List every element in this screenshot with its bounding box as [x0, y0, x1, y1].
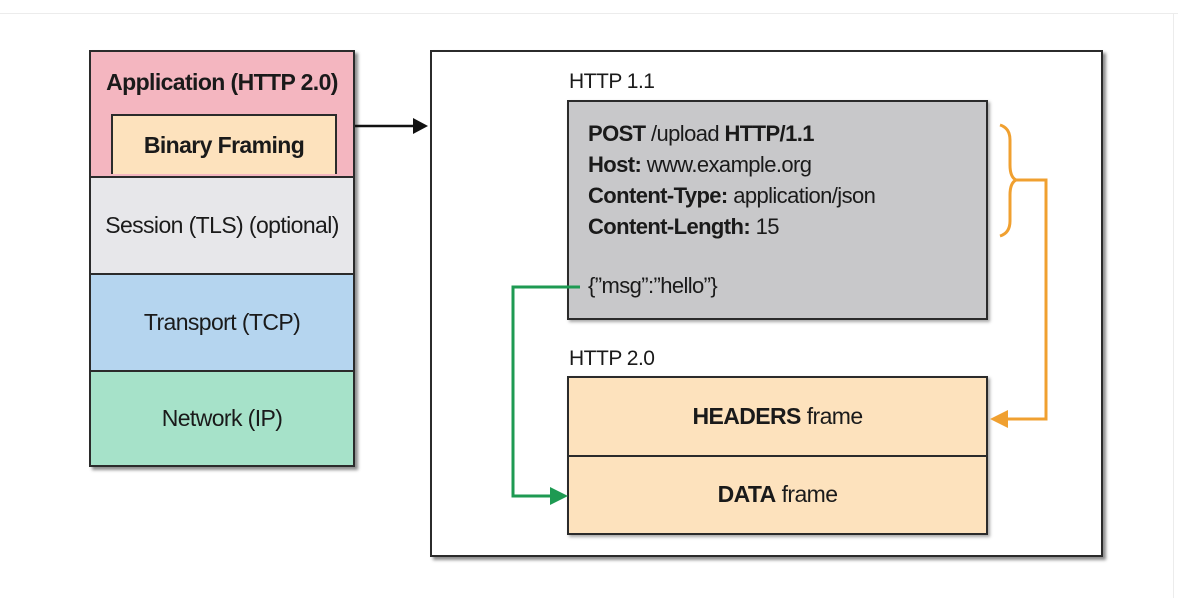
http11-request-box: POST /upload HTTP/1.1 Host: www.example.… [567, 100, 988, 320]
binary-framing-label: Binary Framing [143, 131, 305, 158]
header-line: Host: www.example.org [588, 152, 812, 178]
header-name: Content-Type: [588, 183, 728, 208]
header-value: application/json [733, 183, 876, 208]
headers-frame-suffix: frame [806, 402, 863, 429]
stack-to-panel-arrow [355, 118, 428, 134]
top-divider [0, 13, 1178, 14]
http2-label: HTTP 2.0 [569, 347, 655, 370]
layer-transport: Transport (TCP) [91, 273, 353, 370]
headers-frame-type: HEADERS [692, 402, 801, 429]
header-name: Content-Length: [588, 214, 751, 239]
header-value: www.example.org [646, 152, 812, 177]
layer-network: Network (IP) [91, 370, 353, 465]
request-method: POST [588, 121, 646, 146]
protocol-stack: Application (HTTP 2.0) Binary Framing Se… [89, 50, 355, 467]
http11-label: HTTP 1.1 [569, 70, 655, 93]
request-line: POST /upload HTTP/1.1 [588, 121, 814, 147]
right-divider [1173, 13, 1174, 598]
header-value: 15 [755, 214, 780, 239]
request-path: /upload [651, 121, 720, 146]
binary-framing-layer: Binary Framing [111, 114, 337, 174]
layer-transport-label: Transport (TCP) [143, 309, 301, 335]
layer-application-label: Application (HTTP 2.0) [106, 69, 338, 95]
layer-application: Application (HTTP 2.0) Binary Framing [91, 52, 353, 176]
data-frame: DATA frame [569, 454, 986, 534]
headers-frame: HEADERS frame [569, 378, 986, 455]
http2-frames-box: HEADERS frame DATA frame [567, 376, 988, 535]
data-frame-suffix: frame [781, 481, 838, 508]
data-frame-type: DATA [717, 481, 777, 508]
header-line: Content-Type: application/json [588, 183, 876, 209]
layer-network-label: Network (IP) [161, 405, 283, 431]
header-line: Content-Length: 15 [588, 214, 779, 240]
request-version: HTTP/1.1 [724, 121, 815, 146]
layer-session-label: Session (TLS) (optional) [105, 212, 339, 238]
request-body: {”msg”:”hello”} [588, 273, 718, 298]
header-name: Host: [588, 152, 642, 177]
layer-session: Session (TLS) (optional) [91, 176, 353, 273]
